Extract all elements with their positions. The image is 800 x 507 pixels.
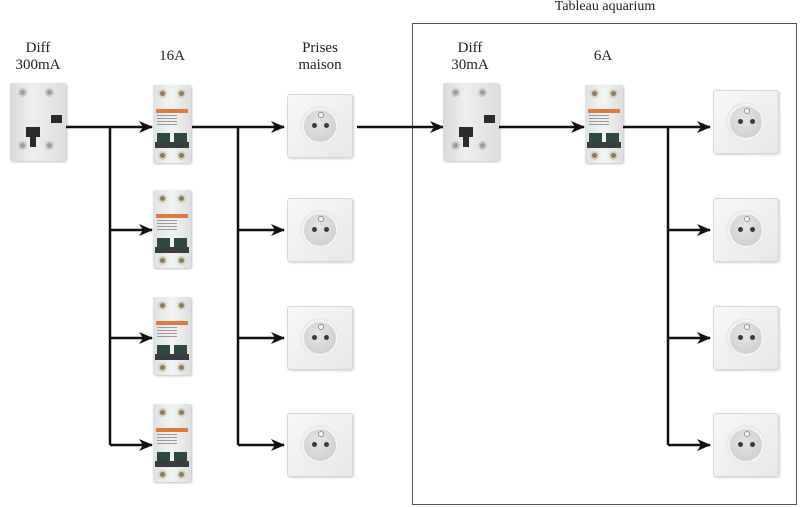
house-socket-1 [287,94,353,158]
house-socket-4 [287,413,353,477]
aqua-socket-1 [713,90,779,154]
house-sockets-label: Prises maison [285,40,355,74]
main-rcd-label-line2: 300mA [15,57,61,73]
breaker-16a-4 [153,404,191,482]
aqua-rcd-label: Diff 30mA [440,40,500,74]
house-socket-2 [287,198,353,262]
aqua-socket-4 [713,413,779,477]
main-rcd-label: Diff 300mA [8,40,68,74]
aqua-mcb-label: 6A [593,48,613,64]
aquarium-panel-title: Tableau aquarium [554,0,656,14]
aqua-rcd-label-line1: Diff [457,40,483,56]
aqua-socket-2 [713,198,779,262]
house-sockets-label-line1: Prises [302,40,338,56]
breaker-16a-1 [153,85,191,163]
breaker-16a-2 [153,190,191,268]
aqua-rcd-label-line2: 30mA [451,57,489,73]
aqua-rcd-30ma [443,83,499,161]
main-rcd-300ma [10,83,66,161]
breaker-6a [585,85,623,163]
breaker-16a-3 [153,297,191,375]
main-mcb-label: 16A [159,48,185,64]
house-socket-3 [287,306,353,370]
aquarium-panel-box [412,23,797,505]
aqua-socket-3 [713,306,779,370]
house-sockets-label-line2: maison [298,57,342,73]
main-rcd-label-line1: Diff [25,40,51,56]
